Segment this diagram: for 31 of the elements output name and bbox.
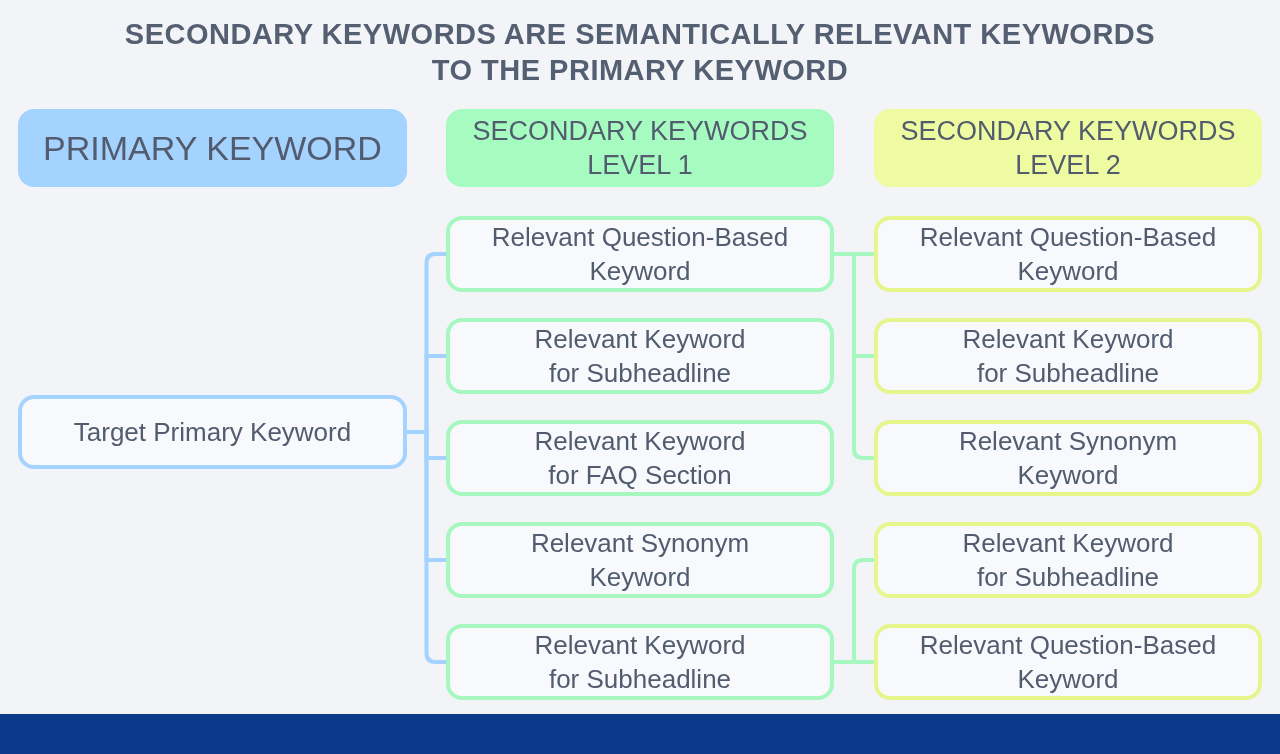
keyword-text: Relevant Keyword for Subheadline — [961, 323, 1175, 390]
keyword-box — [446, 420, 834, 496]
keyword-box — [446, 216, 834, 292]
keyword-text: Relevant Keyword for Subheadline — [961, 527, 1175, 594]
keyword-box — [874, 216, 1262, 292]
keyword-box — [18, 395, 407, 469]
keyword-text: Relevant Synonym Keyword — [957, 425, 1179, 492]
keyword-text: Relevant Keyword for Subheadline — [533, 629, 747, 696]
connector-line — [834, 660, 874, 664]
keyword-box — [874, 522, 1262, 598]
keyword-text: Relevant Keyword for Subheadline — [533, 323, 747, 390]
keyword-box — [874, 624, 1262, 700]
column-header — [446, 109, 834, 187]
keyword-text: Relevant Synonym Keyword — [529, 527, 751, 594]
keyword-text: Relevant Question-Based Keyword — [918, 221, 1218, 288]
connector-line — [407, 430, 446, 664]
diagram-title: SECONDARY KEYWORDS ARE SEMANTICALLY RELEVANT KEYWORDS TO THE PRIMARY KEYWORD — [123, 17, 1157, 88]
keyword-box — [874, 318, 1262, 394]
column-header — [18, 109, 407, 187]
header-text: PRIMARY KEYWORD — [43, 128, 382, 169]
keyword-text: Target Primary Keyword — [73, 416, 352, 449]
keyword-text: Relevant Question-Based Keyword — [918, 629, 1218, 696]
keyword-box — [874, 420, 1262, 496]
keyword-box — [446, 522, 834, 598]
column-header — [874, 109, 1262, 187]
header-text: SECONDARY KEYWORDS LEVEL 2 — [899, 115, 1237, 182]
keyword-box — [446, 624, 834, 700]
keyword-box — [446, 318, 834, 394]
header-text: SECONDARY KEYWORDS LEVEL 1 — [471, 115, 809, 182]
keyword-text: Relevant Keyword for FAQ Section — [533, 425, 747, 492]
keyword-text: Relevant Question-Based Keyword — [490, 221, 790, 288]
